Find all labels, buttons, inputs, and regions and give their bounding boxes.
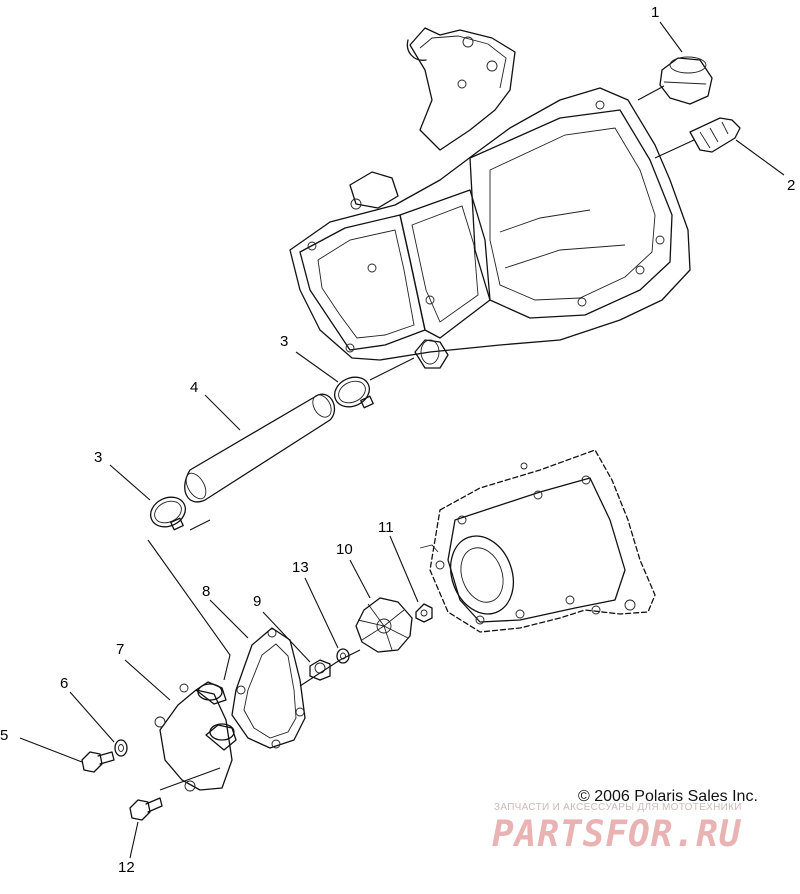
callout-13: 13 [292,559,309,576]
callout-4: 4 [190,379,198,396]
copyright-notice: © 2006 Polaris Sales Inc. [578,788,758,805]
watermark-logo: PARTSFOR.RU [492,814,742,855]
part-5-bolt [81,751,115,773]
cylinder-head-assembly [289,27,691,369]
part-3-hose-clamp-upper [333,376,374,409]
leader-lines [19,21,785,859]
watermark-tagline: ЗАПЧАСТИ И АКСЕССУАРЫ ДЛЯ МОТОТЕХНИКИ [494,802,742,813]
part-2-temp-sender [689,117,741,153]
callout-7: 7 [116,641,124,658]
callout-5: 5 [0,727,8,744]
part-7-pump-cover [154,681,237,792]
callout-3-upper: 3 [280,333,288,350]
part-3-hose-clamp-lower [149,496,187,531]
part-10-impeller [355,597,413,653]
callout-12: 12 [118,859,135,876]
callout-2: 2 [787,177,795,194]
crankcase-section [419,449,656,633]
callout-9: 9 [253,593,261,610]
part-12-bolt [129,797,163,821]
callout-6: 6 [60,675,68,692]
callout-1: 1 [651,4,659,21]
callout-numbers: 1 2 3 4 3 10 11 13 8 9 7 6 5 12 [0,4,795,876]
callout-10: 10 [336,541,353,558]
part-4-coolant-hose [184,393,335,503]
part-8-gasket [231,627,306,749]
part-11-nut [415,603,433,623]
callout-11: 11 [378,519,394,536]
part-1-filler-cap [659,56,713,105]
callout-8: 8 [202,583,210,600]
callout-3-lower: 3 [94,449,102,466]
part-6-washer [114,739,128,757]
